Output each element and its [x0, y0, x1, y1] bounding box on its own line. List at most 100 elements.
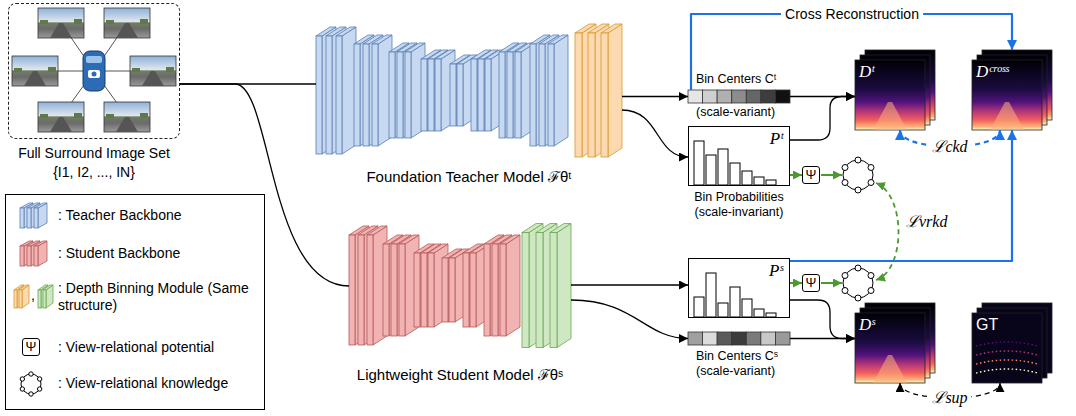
depth-map: Dᶜʳᵒˢˢ — [972, 50, 1052, 130]
ring-dot — [20, 387, 24, 391]
surround-cameras — [12, 8, 176, 132]
potential-arrow — [821, 282, 842, 284]
layer-slab — [470, 253, 476, 327]
bin-cell — [761, 332, 776, 345]
ring-dot — [842, 165, 848, 171]
tree-line — [48, 67, 56, 72]
layer-slab — [539, 44, 545, 146]
layer-slab — [420, 244, 434, 327]
connector — [691, 14, 1012, 90]
histogram-bar — [766, 313, 776, 317]
ring-dot — [842, 288, 848, 294]
node-label: Full Surround Image Set — [18, 145, 170, 162]
legend-text: : Student Backbone — [58, 245, 180, 262]
connector — [790, 300, 855, 339]
histogram-bar — [742, 299, 752, 317]
layer-slab — [554, 35, 568, 146]
connector — [790, 174, 802, 176]
layer-slab — [372, 35, 392, 44]
layer-slab — [500, 235, 520, 244]
histogram-bar — [706, 273, 716, 317]
camera-image — [104, 102, 150, 132]
layer-slab — [608, 24, 622, 157]
layer-slab — [435, 50, 455, 59]
ring-dot — [20, 377, 24, 381]
histogram-bar — [766, 180, 776, 185]
road — [116, 117, 138, 132]
bin-cell — [688, 332, 703, 345]
bin-centers: Bin Centers Cˢ(scale-variant) — [688, 332, 790, 345]
layer-slab — [595, 24, 609, 157]
layer-slab — [529, 224, 543, 348]
layer-slab — [506, 235, 520, 336]
layer-slab — [428, 244, 448, 253]
tree-line — [132, 68, 140, 72]
node-label: Bin Centers Cᵗ — [696, 72, 777, 87]
car-window — [86, 56, 102, 63]
layer-slab — [575, 33, 582, 157]
layer-slab — [43, 290, 46, 308]
layer-slab — [349, 235, 355, 345]
histogram-bar — [694, 141, 704, 185]
layer-slab — [601, 33, 608, 157]
connector — [790, 130, 1012, 261]
tree-line — [14, 68, 22, 72]
road — [24, 71, 46, 86]
bin-cell — [717, 332, 732, 345]
layer-slab — [354, 44, 360, 146]
layer-slab — [477, 50, 491, 131]
layer-slab — [442, 258, 448, 322]
image-set-box: Full Surround Image Set{I1, I2, ..., IN} — [8, 3, 180, 139]
layer-slab — [34, 246, 38, 266]
layer-slab — [372, 44, 378, 146]
camera-image — [38, 8, 84, 38]
layer-slab — [336, 36, 342, 154]
depth-layer — [855, 313, 925, 383]
bin-cell — [732, 332, 747, 345]
layer-slab — [397, 52, 403, 138]
depth-layer — [855, 60, 925, 130]
layer-slab — [383, 244, 389, 336]
layer-slab — [550, 233, 557, 348]
node-label: Pˢ — [769, 261, 783, 281]
edge-label: ℒsup — [928, 388, 971, 407]
layer-slab — [484, 244, 490, 336]
layer-slab — [515, 52, 521, 138]
node-label: Dᵗ — [859, 62, 874, 82]
ring-dot — [37, 377, 41, 381]
tree-line — [140, 113, 148, 118]
layer-slab — [34, 203, 47, 208]
ring — [843, 160, 873, 190]
tree-line — [106, 114, 114, 118]
road-depth — [873, 102, 907, 130]
layer-slab — [530, 44, 536, 146]
road-depth — [990, 102, 1024, 130]
bin-cell — [746, 332, 761, 345]
node-label: Ψ — [806, 167, 817, 183]
layer-slab — [550, 224, 571, 233]
layer-slab — [316, 36, 322, 154]
loss-label: ℒvrkd — [906, 212, 947, 231]
ring-dot — [855, 187, 861, 193]
road-depth — [873, 355, 907, 383]
legend-frame — [6, 195, 265, 410]
layer-slab — [405, 235, 419, 336]
node-label: Foundation Teacher Model ℱθᵗ — [366, 168, 571, 186]
histogram-bar — [742, 171, 752, 185]
ring-dot — [29, 392, 33, 396]
node-label: (scale-variant) — [696, 364, 775, 379]
histogram-bar — [754, 177, 764, 185]
camera-icon — [92, 72, 97, 77]
layer-slab — [428, 59, 434, 131]
road — [142, 71, 164, 86]
node-label: GT — [976, 315, 998, 334]
ring-dot — [868, 165, 874, 171]
layer-slab — [14, 290, 17, 308]
layer-slab — [449, 258, 455, 322]
legend-icons — [14, 285, 53, 396]
depth-layer — [972, 60, 1042, 130]
ring-dot — [868, 288, 874, 294]
road — [50, 117, 72, 132]
ground-truth: GT — [972, 303, 1052, 383]
